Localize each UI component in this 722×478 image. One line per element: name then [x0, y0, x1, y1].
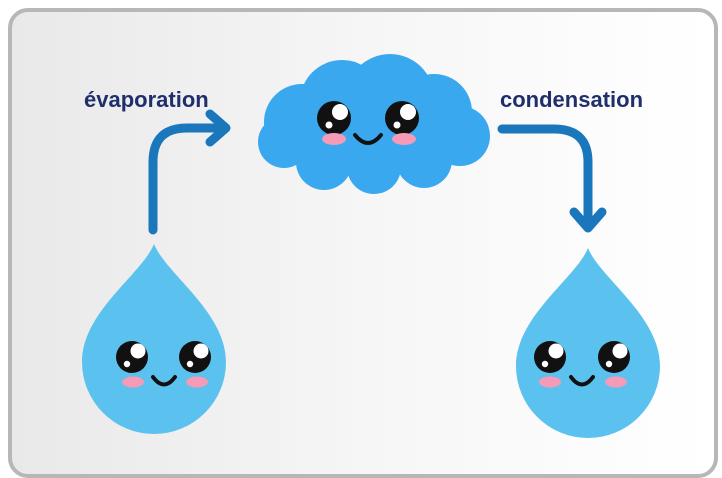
evaporation-arrow-icon: [148, 109, 231, 235]
diagram-card: évaporation condensation: [8, 8, 718, 478]
cloud-face: [317, 101, 419, 145]
drop-face: [534, 341, 630, 388]
water-drop-icon: [82, 244, 226, 434]
condensation-label: condensation: [500, 87, 644, 112]
drop-face: [116, 341, 211, 388]
evaporation-label: évaporation: [84, 87, 209, 112]
water-cycle-scene: [82, 54, 660, 438]
water-drop-icon: [516, 248, 660, 438]
condensation-arrow-icon: [497, 124, 607, 233]
cloud-icon: [258, 54, 490, 194]
